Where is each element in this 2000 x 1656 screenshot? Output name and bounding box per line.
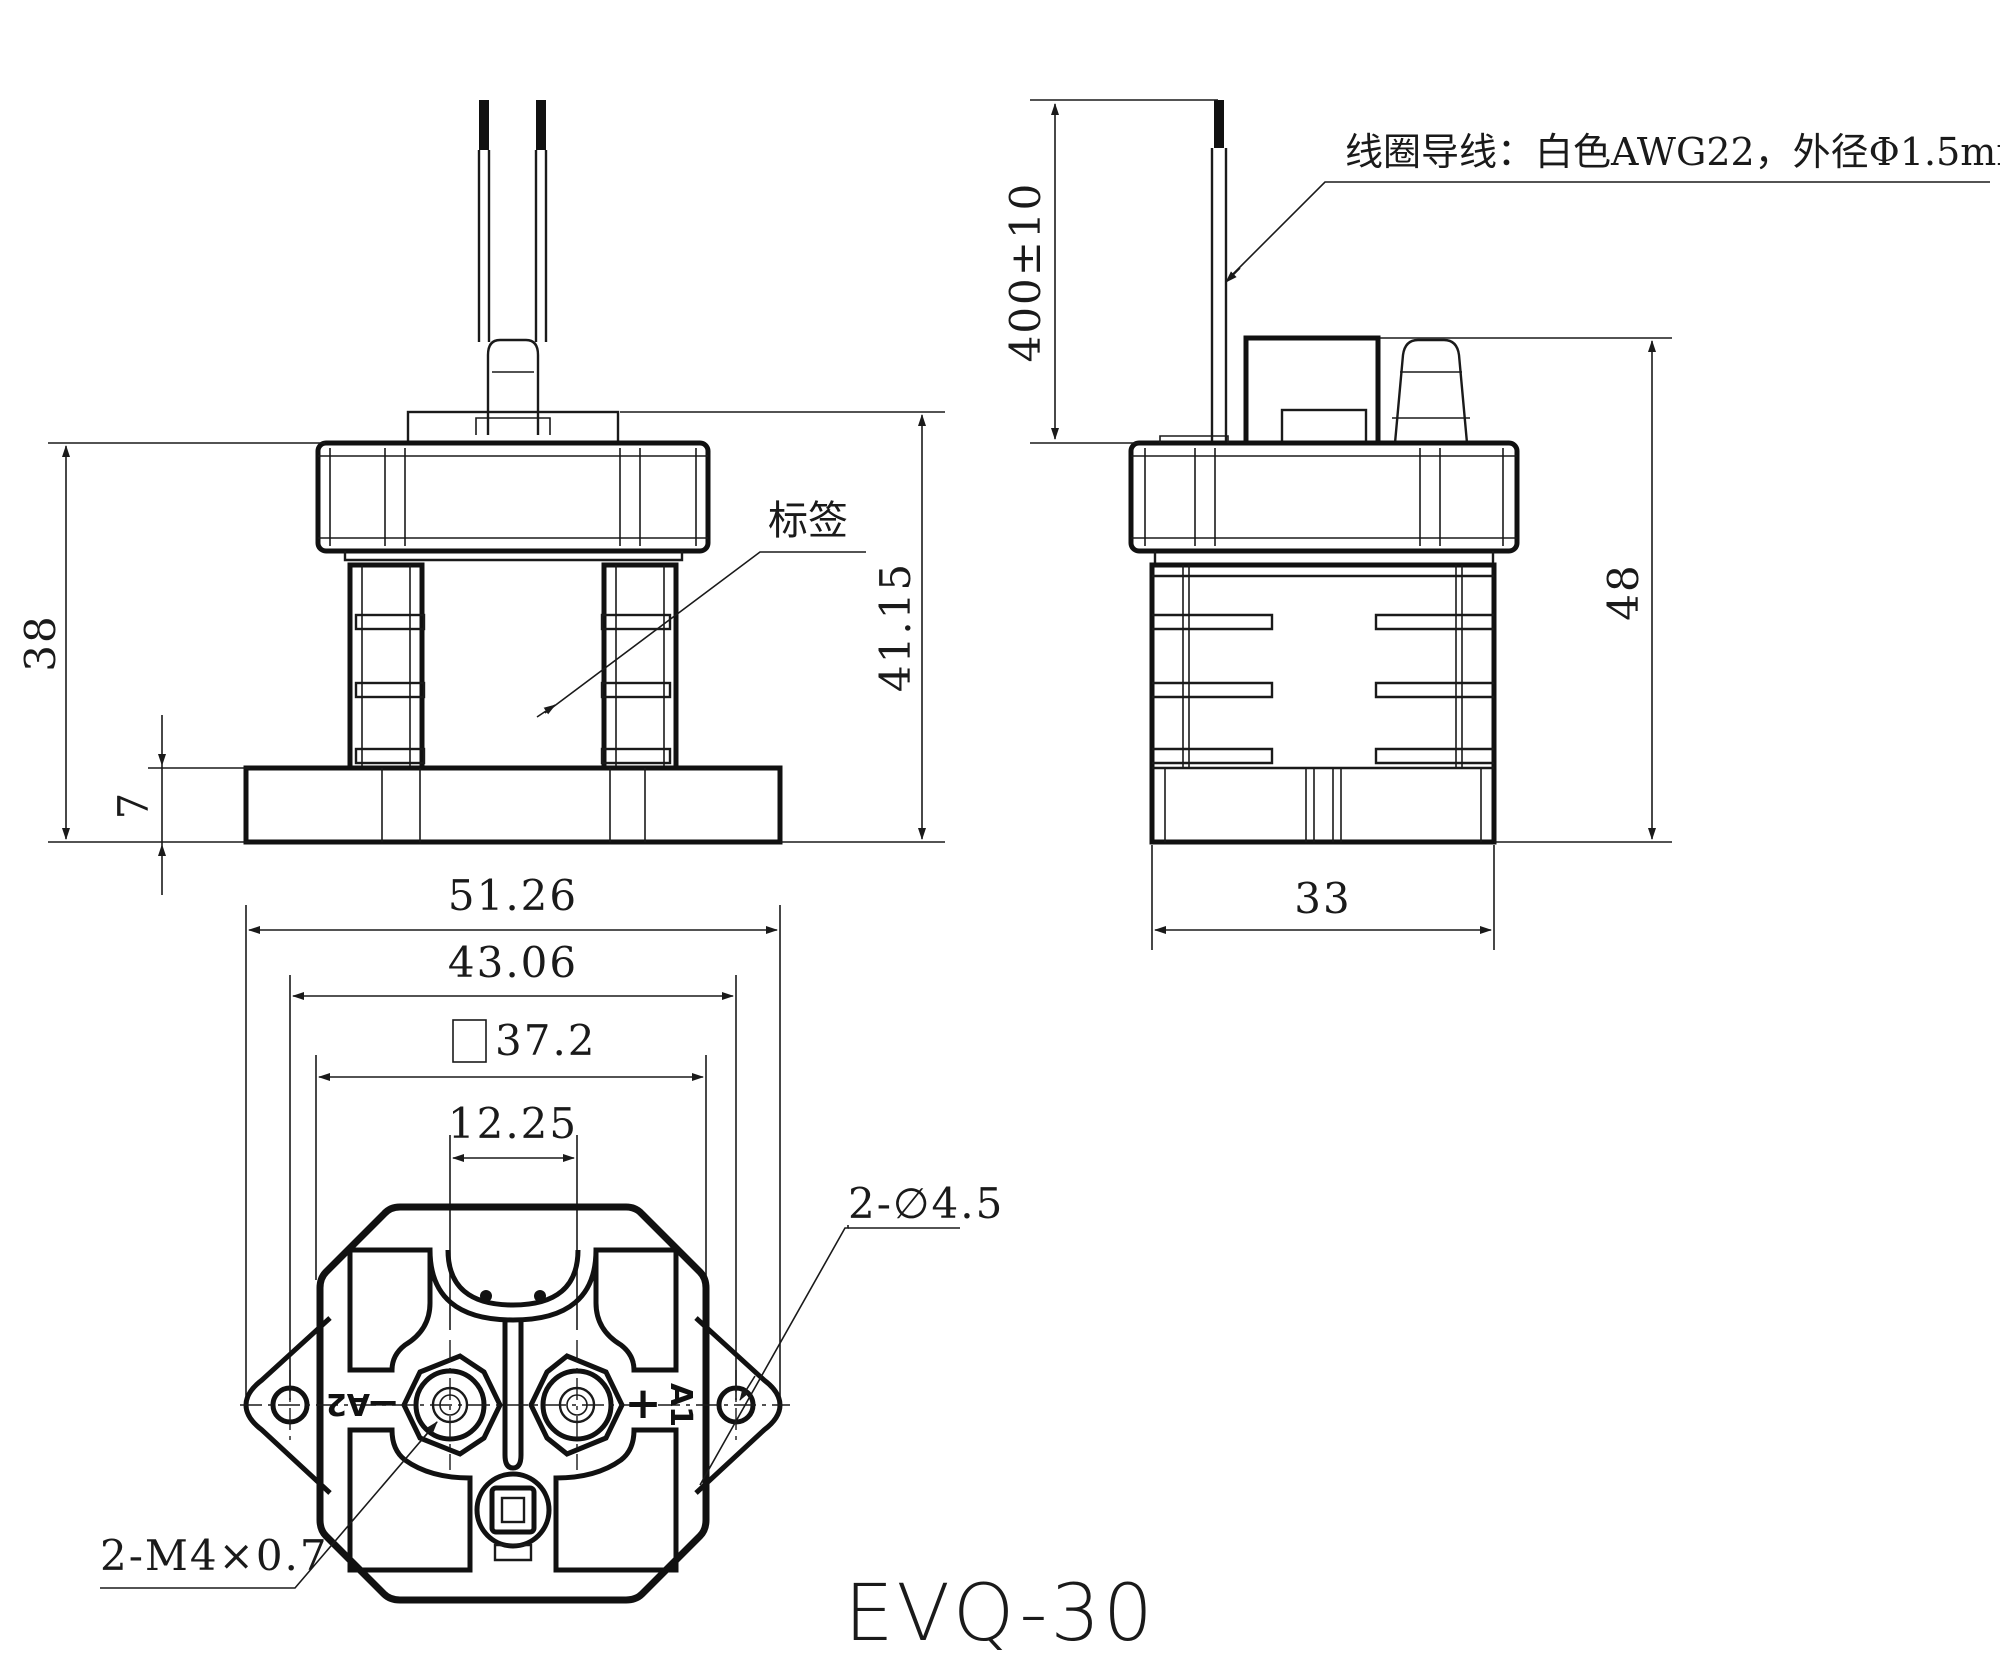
- dim-base-height: 7: [109, 791, 158, 820]
- terminal-mark-a1: A1: [663, 1383, 698, 1427]
- front-view: 标签 38 7 41.15: [16, 100, 945, 895]
- terminal-sign-plus: +: [625, 1378, 662, 1429]
- model-title: EVQ-30: [844, 1569, 1156, 1656]
- bottom-body-outline: [316, 1203, 710, 1604]
- front-left-leg: [347, 562, 426, 771]
- bottom-post: [474, 1471, 552, 1562]
- terminal-mark-a2: A2: [326, 1386, 370, 1421]
- side-view: 线圈导线：白色AWG22，外径Φ1.5mm 400±10 48 33: [1001, 99, 2000, 950]
- bottom-view: 51.26 43.06 37.2 12.25: [100, 871, 1004, 1604]
- dim-thread: 2-M4×0.7: [100, 1531, 329, 1580]
- dim-wire-length: 400±10: [1001, 182, 1050, 363]
- terminal-sign-minus: −: [366, 1380, 400, 1426]
- square-symbol-icon: [452, 1019, 487, 1063]
- label-leader: [544, 551, 866, 714]
- dim-side-height: 48: [1599, 563, 1648, 620]
- front-coil-wires: [477, 100, 548, 342]
- wire-note: 线圈导线：白色AWG22，外径Φ1.5mm: [1345, 130, 2000, 174]
- dim-body-square: 37.2: [495, 1016, 597, 1065]
- dim-side-width: 33: [1294, 874, 1351, 923]
- label-callout: 标签: [768, 498, 848, 544]
- dim-mount-holes: 2-∅4.5: [848, 1179, 1004, 1228]
- dim-total-height: 38: [16, 614, 65, 671]
- dim-hole-span: 43.06: [448, 938, 578, 987]
- front-right-leg: [600, 562, 679, 771]
- dim-terminal-height: 41.15: [871, 562, 920, 692]
- dim-terminal-spacing: 12.25: [448, 1099, 578, 1148]
- dim-overall-width: 51.26: [448, 871, 578, 920]
